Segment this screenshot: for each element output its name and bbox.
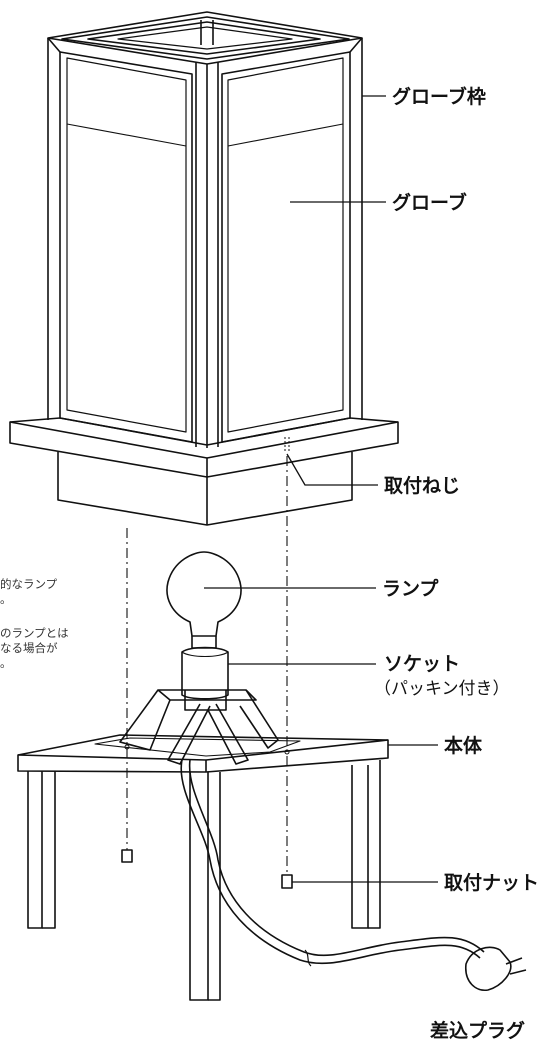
label-plug: 差込プラグ: [430, 1019, 525, 1042]
power-cord: [180, 759, 485, 967]
labels: グローブ枠 グローブ 取付ねじ ランプ ソケット （パッキン付き） 本体 取付ナ…: [374, 85, 539, 1042]
note-line: なる場合が: [0, 641, 58, 655]
globe-base: [9, 417, 399, 526]
body-table: [17, 734, 389, 1001]
label-lamp: ランプ: [382, 577, 439, 600]
note-line: 。: [0, 592, 12, 606]
lamp-bulb: [166, 551, 242, 649]
note-line: のランプとは: [0, 626, 69, 640]
globe-glass: [66, 123, 344, 147]
mount-nut-parts: [121, 849, 293, 889]
alignment-lines: [126, 456, 288, 875]
side-note: 的なランプ 。 のランプとは なる場合が 。: [0, 577, 69, 670]
leader-lines: [204, 95, 438, 883]
label-mount-screw: 取付ねじ: [384, 474, 460, 497]
note-line: 的なランプ: [0, 577, 58, 591]
label-socket: ソケット: [384, 653, 460, 675]
label-globe: グローブ: [392, 191, 467, 214]
plug-part: [465, 946, 527, 991]
label-mount-nut: 取付ナット: [444, 871, 539, 894]
label-globe-frame: グローブ枠: [392, 85, 486, 108]
label-body: 本体: [444, 734, 483, 757]
label-socket-note: （パッキン付き）: [374, 679, 510, 699]
mount-screw-part: [284, 437, 290, 452]
note-line: 。: [0, 656, 12, 670]
globe-frame: [47, 11, 363, 448]
